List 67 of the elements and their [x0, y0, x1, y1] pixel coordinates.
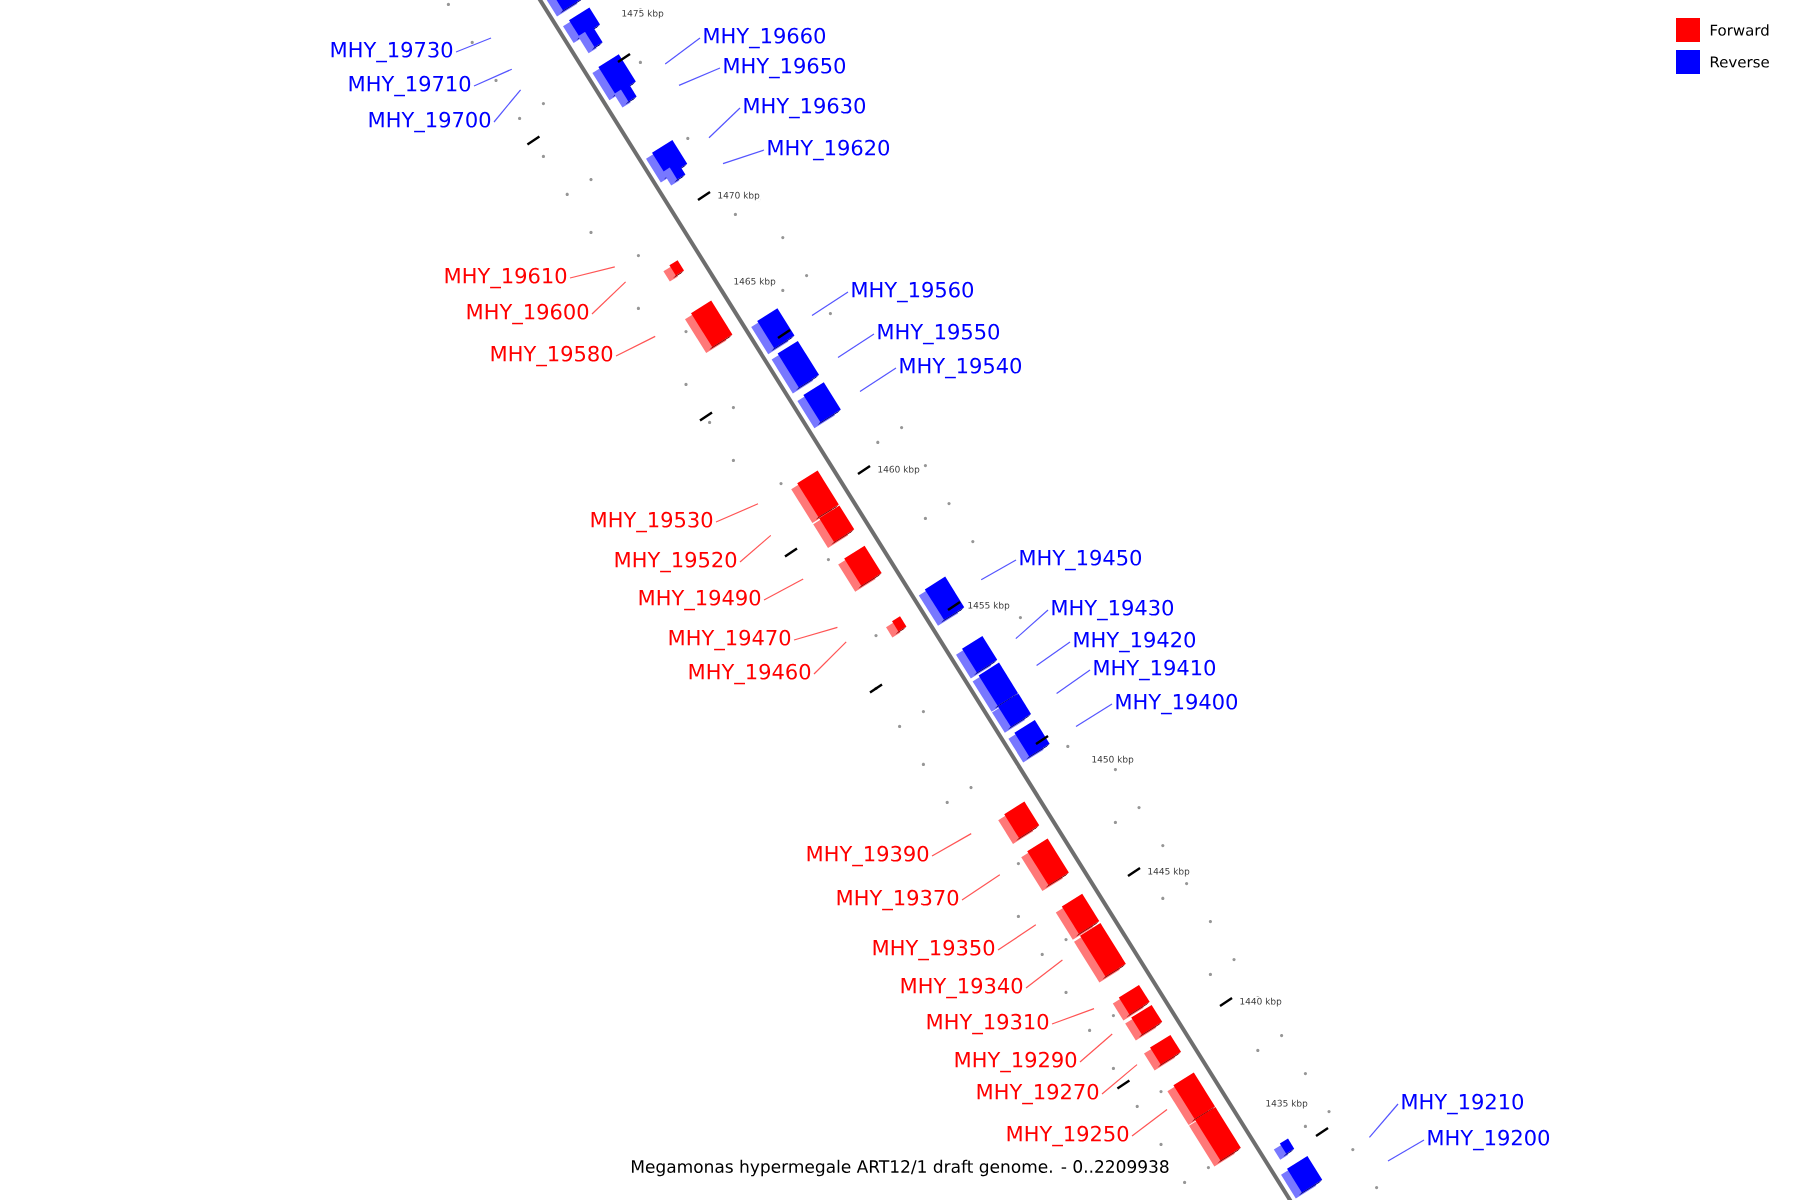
leader-line [1015, 609, 1049, 640]
gene-label: MHY_19390 [807, 845, 929, 867]
leader-line [615, 335, 656, 357]
gene-label: MHY_19410 [1094, 659, 1216, 681]
caption: Megamonas hypermegale ART12/1 draft genome. - 0..2209938 [632, 1159, 1169, 1177]
gene-label: MHY_19550 [878, 323, 1000, 345]
leader-line [931, 833, 972, 857]
leader-line [859, 367, 897, 393]
gene-label: MHY_19200 [1428, 1129, 1550, 1151]
leader-line [708, 107, 741, 139]
gene-label: MHY_19560 [852, 281, 974, 303]
gene-label: MHY_19290 [955, 1051, 1077, 1073]
gene-label: MHY_19710 [349, 75, 471, 97]
leader-line [1079, 1033, 1113, 1063]
gene-label: MHY_19650 [724, 57, 846, 79]
gene-label: MHY_19340 [901, 977, 1023, 999]
leader-line [961, 874, 1001, 901]
gene-label: MHY_19430 [1052, 599, 1174, 621]
gene-label: MHY_19310 [927, 1013, 1049, 1035]
leader-line [569, 266, 616, 279]
gene-label: MHY_19600 [467, 303, 589, 325]
gene-label: MHY_19540 [900, 357, 1022, 379]
gene-label: MHY_19400 [1116, 693, 1238, 715]
gene-label: MHY_19490 [639, 589, 761, 611]
gene-label: MHY_19370 [837, 889, 959, 911]
gene-label: MHY_19270 [977, 1083, 1099, 1105]
leader-line [722, 149, 765, 165]
leader-line [1131, 1108, 1168, 1137]
leader-line [473, 68, 513, 87]
leader-line [1036, 641, 1071, 667]
leader-line [811, 291, 849, 317]
gene-label: MHY_19460 [689, 663, 811, 685]
gene-label: MHY_19520 [615, 551, 737, 573]
leader-line [455, 37, 492, 53]
gene-label: MHY_19450 [1020, 549, 1142, 571]
leader-line [813, 641, 847, 675]
gene-label: MHY_19630 [744, 97, 866, 119]
gene-label: MHY_19610 [445, 267, 567, 289]
leader-line [1051, 1008, 1095, 1025]
leader-line [493, 89, 522, 123]
leader-line [793, 626, 838, 641]
gene-label: MHY_19210 [1402, 1093, 1524, 1115]
leader-line [664, 37, 701, 65]
leader-line [1368, 1103, 1399, 1138]
gene-label: MHY_19470 [669, 629, 791, 651]
gene-label: MHY_19420 [1074, 631, 1196, 653]
leader-line [997, 924, 1037, 951]
gene-label: MHY_19530 [591, 511, 713, 533]
leader-line [1025, 959, 1063, 989]
gene-label: MHY_19660 [704, 27, 826, 49]
leader-line [678, 67, 721, 86]
leader-line [1056, 669, 1091, 695]
gene-label: MHY_19700 [369, 111, 491, 133]
leader-line [980, 559, 1017, 581]
gene-label: MHY_19350 [873, 939, 995, 961]
leader-line [763, 578, 804, 601]
gene-label: MHY_19730 [331, 41, 453, 63]
leader-line [591, 281, 627, 315]
gene-label: MHY_19250 [1007, 1125, 1129, 1147]
leader-line [1101, 1064, 1138, 1095]
leader-line [837, 333, 875, 359]
leader-line [1387, 1139, 1425, 1162]
leader-line [1075, 703, 1113, 727]
leader-line [715, 503, 759, 523]
gene-label: MHY_19620 [768, 139, 890, 161]
leader-line [739, 534, 772, 563]
gene-label: MHY_19580 [491, 345, 613, 367]
